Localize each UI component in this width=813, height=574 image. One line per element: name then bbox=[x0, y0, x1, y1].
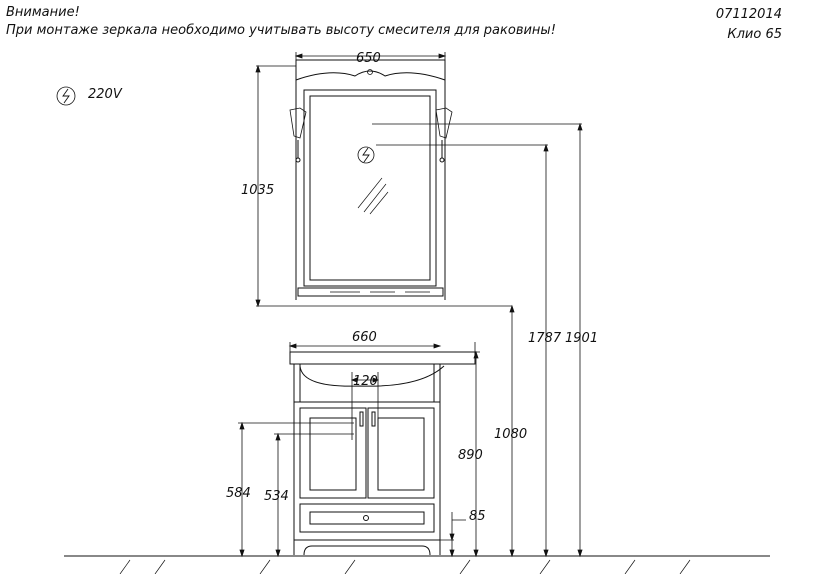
dim-plinth-height: 85 bbox=[469, 509, 486, 524]
electric-socket-icon bbox=[357, 146, 375, 164]
warning-text: При монтаже зеркала необходимо учитывать… bbox=[6, 23, 556, 38]
electric-socket-icon bbox=[56, 86, 76, 106]
product-code: 07112014 bbox=[715, 7, 782, 22]
dim-faucet-spacing: 120 bbox=[353, 374, 378, 389]
dim-vanity-height: 890 bbox=[458, 448, 483, 463]
dimension-lines bbox=[238, 52, 583, 558]
floor-line bbox=[64, 555, 770, 574]
dim-mirror-width: 650 bbox=[356, 51, 381, 66]
warning-title: Внимание! bbox=[6, 5, 80, 20]
dim-socket-height: 1787 bbox=[528, 331, 562, 346]
mirror bbox=[289, 59, 453, 300]
voltage-label: 220V bbox=[88, 87, 122, 102]
dim-mirror-height: 1035 bbox=[241, 183, 274, 198]
product-model: Клио 65 bbox=[727, 27, 782, 42]
vanity-cabinet bbox=[289, 351, 476, 556]
dim-drain-height-584: 584 bbox=[226, 486, 251, 501]
dim-mirror-bottom-height: 1080 bbox=[494, 427, 527, 442]
dim-vanity-width: 660 bbox=[352, 330, 377, 345]
dim-mirror-top-height: 1901 bbox=[565, 331, 598, 346]
dim-drain-height-534: 534 bbox=[264, 489, 289, 504]
